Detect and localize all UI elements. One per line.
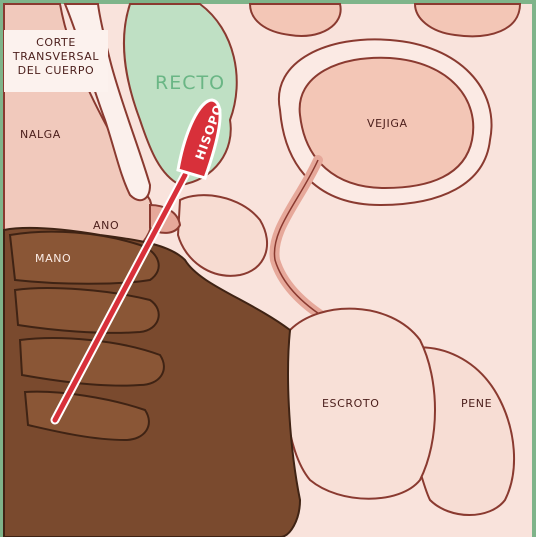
label-recto: RECTO (155, 72, 225, 94)
title-line: CORTE (4, 36, 108, 50)
label-nalga: NALGA (20, 128, 61, 141)
title-line: TRANSVERSAL (4, 50, 108, 64)
label-mano: MANO (35, 252, 71, 265)
title-line: DEL CUERPO (4, 64, 108, 78)
label-ano: ANO (93, 219, 119, 232)
label-pene: PENE (461, 397, 492, 410)
label-escroto: ESCROTO (322, 397, 380, 410)
title-box: CORTE TRANSVERSAL DEL CUERPO (4, 30, 108, 92)
label-vejiga: VEJIGA (367, 117, 408, 130)
